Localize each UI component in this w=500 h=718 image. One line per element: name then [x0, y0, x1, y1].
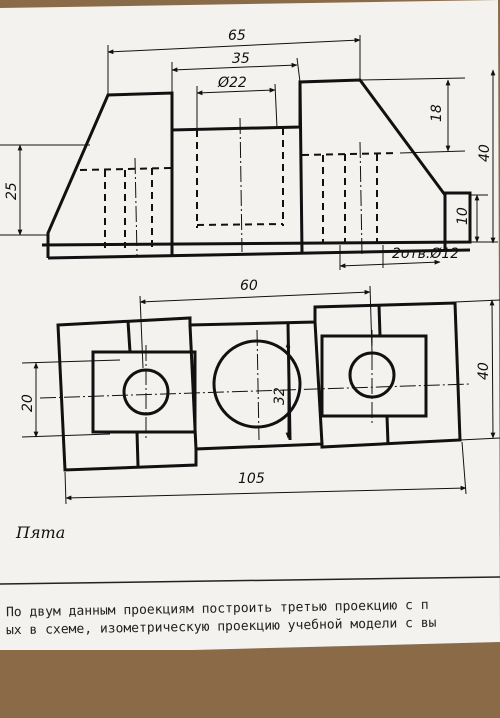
front-base-line: [47, 248, 471, 260]
dim-35: 35: [232, 51, 250, 67]
front-center-lines: [134, 117, 363, 256]
dim-60: 60: [240, 278, 258, 294]
front-dimensions: [0, 35, 498, 270]
dim-105: 105: [238, 471, 265, 487]
dim-10: 10: [455, 207, 471, 225]
dim-dia22: Ø22: [217, 75, 247, 91]
task-line-1: По двум данным проекциям построить треть…: [6, 598, 429, 620]
front-mid-right: [298, 81, 304, 253]
top-dimensions: [21, 285, 500, 505]
dim-18: 18: [429, 104, 445, 122]
left-boss: [91, 350, 197, 434]
paper: [0, 0, 500, 655]
part-name: Пята: [15, 523, 65, 542]
dim-40-top: 40: [476, 362, 492, 380]
dim-65: 65: [228, 28, 246, 44]
section-divider: [0, 576, 500, 585]
right-boss: [320, 334, 428, 418]
dim-25: 25: [4, 182, 20, 200]
front-view: [41, 78, 472, 260]
dim-holes-note: 2отв.Ø12: [392, 246, 459, 262]
table-surface: [0, 650, 500, 718]
dim-20: 20: [20, 394, 36, 412]
dim-40-front: 40: [477, 144, 493, 162]
dim-32: 32: [272, 387, 288, 405]
front-hidden-lines: [79, 128, 399, 248]
